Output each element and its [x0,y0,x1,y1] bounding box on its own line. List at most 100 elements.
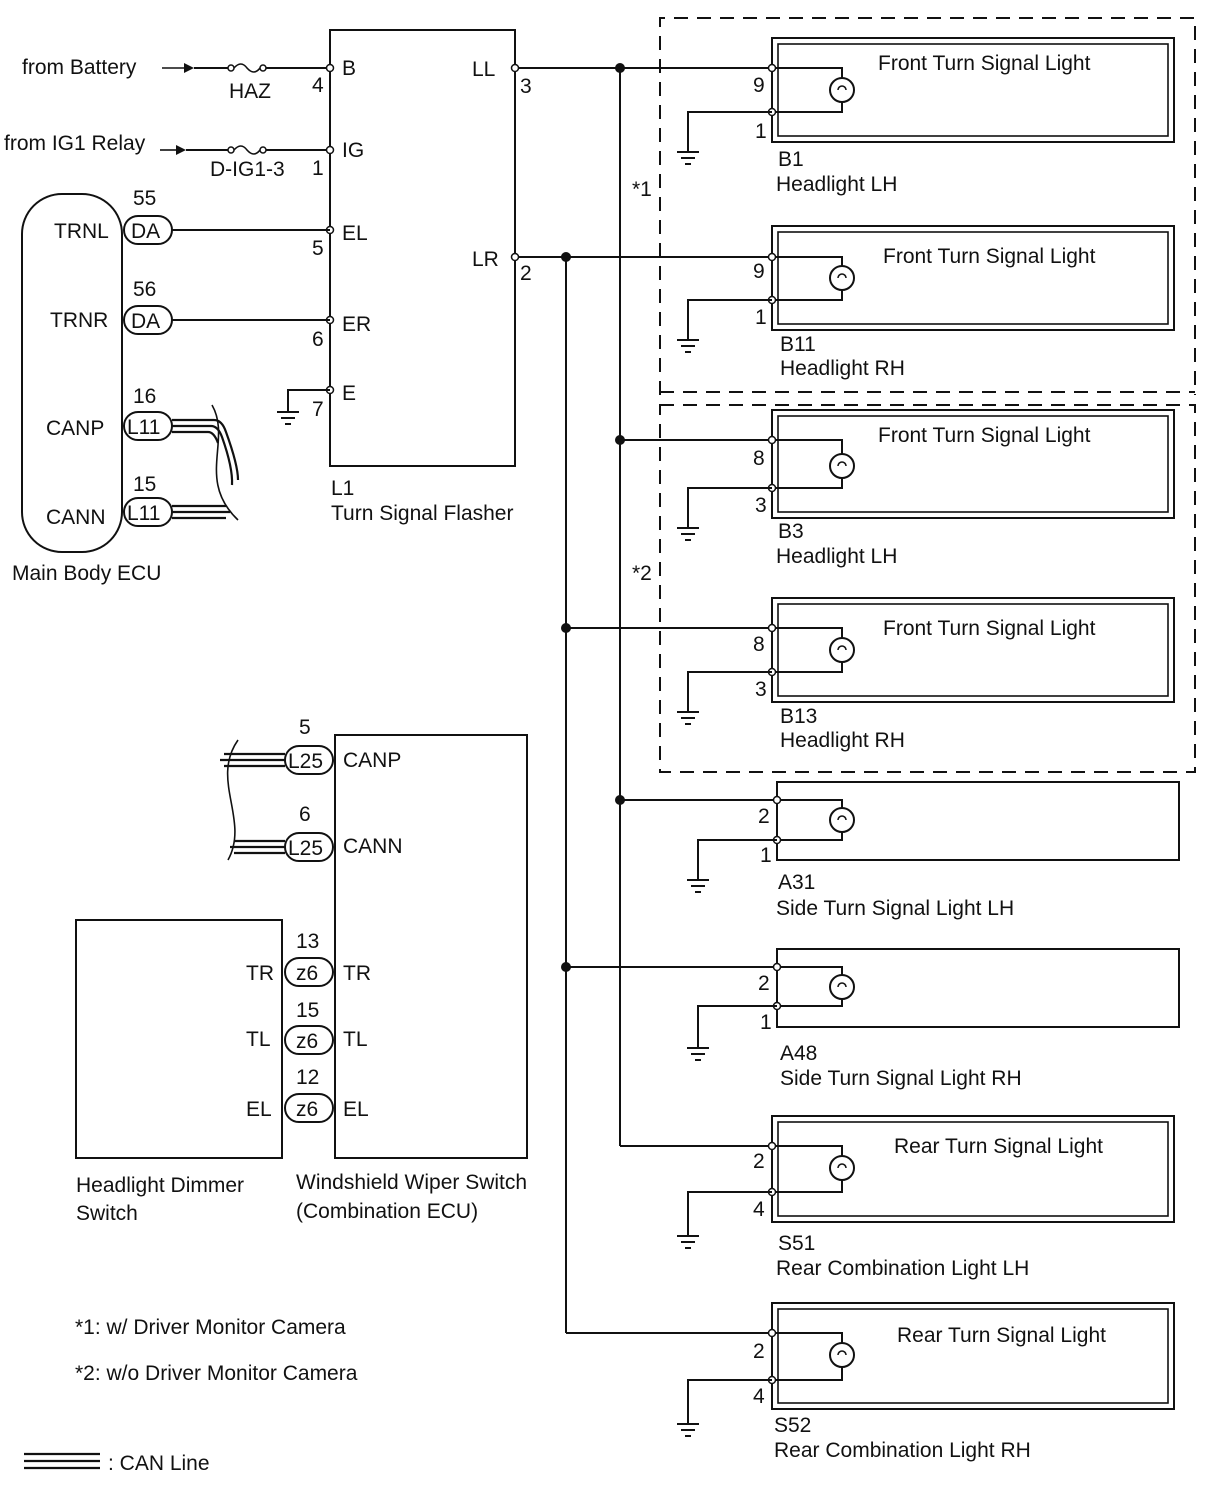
option-group-2-label: *2 [632,562,652,585]
fuse-icon [233,63,261,73]
bulb-icon [829,77,855,103]
flasher-pin-er: ER [342,313,371,336]
ig1-label: from IG1 Relay [4,132,146,155]
headlight-dimmer-switch: TR TL EL Headlight Dimmer Switch [75,919,283,1225]
light-s51-pin-top: 2 [753,1150,765,1173]
legend-can-line: : CAN Line [108,1452,210,1475]
light-s52: Rear Turn Signal Light 2 4 S52 Rear Comb… [677,1302,1175,1462]
flasher-pin-lr: LR [472,248,499,271]
light-a31-box [776,781,1180,861]
notes: *1: w/ Driver Monitor Camera *2: w/o Dri… [75,1316,358,1385]
wiper-conn-z6-3: z6 [296,1098,318,1121]
bulb-icon [829,637,855,663]
light-a31: 2 1 A31 Side Turn Signal Light LH [687,781,1180,920]
light-a31-code: A31 [778,871,815,894]
ecu-pin-canp-num: 16 [133,385,156,408]
bulb-icon [829,974,855,1000]
light-b13-title: Front Turn Signal Light [883,617,1096,640]
flasher-pin-b-num: 4 [312,74,324,97]
light-b13-name: Headlight RH [780,729,905,752]
can-line [172,504,230,520]
fuse-icon [233,145,261,155]
light-b1-pin-bot: 1 [755,120,767,143]
wiper-pin-tr: TR [343,962,371,985]
connector-l25 [284,832,334,862]
flasher-pin-lr-num: 2 [520,262,532,285]
dimmer-pin-el: EL [246,1098,272,1121]
ecu-pin-trnl: TRNL [54,220,109,243]
wiper-pin-tl: TL [343,1028,368,1051]
ground-icon [687,879,709,893]
light-s51-code: S51 [778,1232,815,1255]
ig1-supply: from IG1 Relay D-IG1-3 [4,132,330,181]
flasher-pin-er-num: 6 [312,328,324,351]
light-b1-name: Headlight LH [776,173,897,196]
light-b1: Front Turn Signal Light 9 1 B1 Headlight… [677,37,1175,196]
light-s51-title: Rear Turn Signal Light [894,1135,1103,1158]
bulb-icon [829,807,855,833]
light-b13-pin-bot: 3 [755,678,767,701]
light-a31-pin-top: 2 [758,805,770,828]
light-a48-code: A48 [780,1042,817,1065]
ecu-conn-da-1: DA [131,220,160,243]
wiper-pin-tl-num: 15 [296,999,319,1022]
light-s51: Rear Turn Signal Light 2 4 S51 Rear Comb… [677,1115,1175,1280]
wiper-pin-el: EL [343,1098,369,1121]
light-b11-title: Front Turn Signal Light [883,245,1096,268]
ecu-pin-cann: CANN [46,506,106,529]
light-b3-pin-top: 8 [753,447,765,470]
main-body-ecu: TRNL 55 DA TRNR 56 DA CANP 16 L11 CANN 1… [12,187,330,585]
wiper-pin-canp: CANP [343,749,401,772]
wiper-pin-canp-num: 5 [299,716,311,739]
ecu-box [21,193,123,553]
connector-l25 [284,745,334,775]
light-s51-pin-bot: 4 [753,1198,765,1221]
flasher-pin-e: E [342,382,356,405]
flasher-pin-b: B [342,57,356,80]
note-2: *2: w/o Driver Monitor Camera [75,1362,358,1385]
light-b11-pin-bot: 1 [755,306,767,329]
dimmer-pin-tr: TR [246,962,274,985]
light-b1-title: Front Turn Signal Light [878,52,1091,75]
ground-icon [677,711,699,725]
connector-z6 [284,1093,334,1123]
light-b3-code: B3 [778,520,804,543]
light-a48-pin-top: 2 [758,972,770,995]
wiper-pin-cann: CANN [343,835,403,858]
light-b13: Front Turn Signal Light 8 3 B13 Headligh… [677,597,1175,752]
light-b11: Front Turn Signal Light 9 1 B11 Headligh… [677,225,1175,380]
can-line-legend-icon [24,1452,100,1470]
dimmer-pin-tl: TL [246,1028,271,1051]
windshield-wiper-switch: 5 L25 CANP 6 L25 CANN 13 z6 TR 15 z6 TL … [220,716,528,1223]
light-b11-pin-top: 9 [753,260,765,283]
light-a31-name: Side Turn Signal Light LH [776,897,1014,920]
wiper-conn-l25-2: L25 [288,837,323,860]
legend: : CAN Line [24,1452,210,1475]
bulb-icon [829,453,855,479]
flasher-pin-ll: LL [472,58,495,81]
wiper-conn-l25-1: L25 [288,750,323,773]
light-b3-pin-bot: 3 [755,494,767,517]
light-a48-pin-bot: 1 [760,1011,772,1034]
fuse-haz-label: HAZ [229,80,271,103]
light-s51-name: Rear Combination Light LH [776,1257,1029,1280]
option-group-2: *2 [632,404,1196,773]
flasher-pin-e-num: 7 [312,398,324,421]
connector-z6 [284,1025,334,1055]
light-b13-pin-top: 8 [753,633,765,656]
bulb-icon [829,1342,855,1368]
ground-icon [677,1423,699,1437]
bulb-icon [829,265,855,291]
ecu-name: Main Body ECU [12,562,161,585]
light-a31-pin-bot: 1 [760,844,772,867]
battery-label: from Battery [22,56,137,79]
ecu-pin-trnr-num: 56 [133,278,156,301]
light-s52-pin-top: 2 [753,1340,765,1363]
flasher-name: Turn Signal Flasher [331,502,513,525]
ground-icon [677,1235,699,1249]
ground-icon [677,151,699,165]
ecu-conn-l11-2: L11 [127,502,160,525]
light-b11-code: B11 [780,333,816,356]
bulb-icon [829,1155,855,1181]
